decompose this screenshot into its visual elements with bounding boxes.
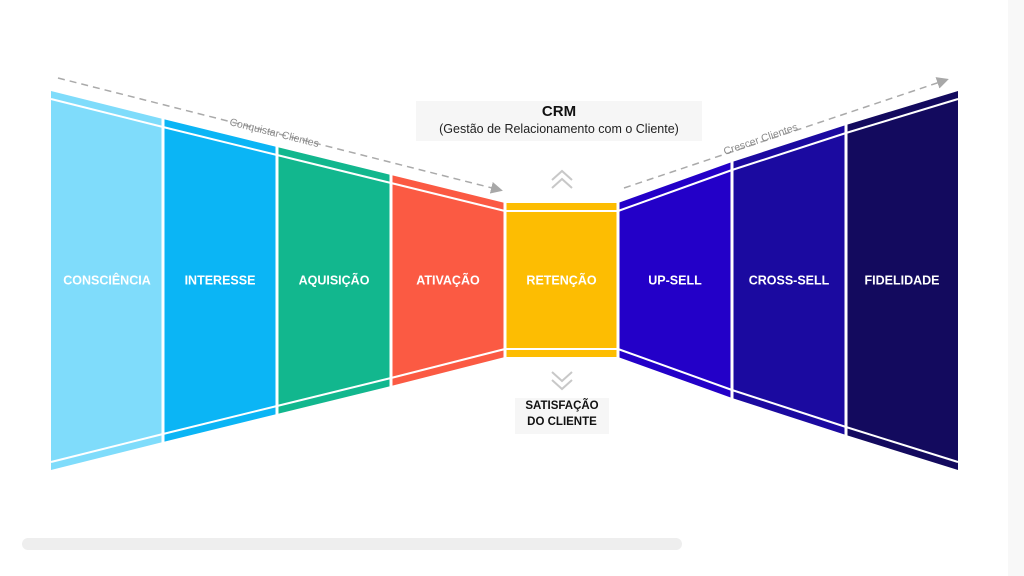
satisfaction-line-2: DO CLIENTE (527, 416, 597, 428)
stage-top-rule (731, 132, 847, 171)
up-chevron-icon (551, 169, 573, 189)
stage-cross-sell (732, 125, 846, 435)
stage-bottom-rule (276, 377, 392, 407)
stage-retencao (505, 203, 618, 357)
stage-label-fidelidade: FIDELIDADE (865, 273, 940, 287)
grow-arrow (623, 77, 949, 189)
stage-bottom-rule (845, 426, 959, 463)
crm-caption: CRM (Gestão de Relacionamento com o Clie… (416, 101, 702, 141)
stage-top-rule (845, 98, 959, 134)
crm-subtitle: (Gestão de Relacionamento com o Cliente) (439, 122, 679, 136)
stage-fidelidade (846, 91, 958, 470)
stage-aquisicao (277, 147, 391, 414)
stage-label-interesse: INTERESSE (185, 273, 256, 287)
satisfaction-line-1: SATISFAÇÃO (525, 400, 599, 412)
stage-label-cross-sell: CROSS-SELL (749, 273, 830, 287)
stage-bottom-rule (617, 348, 733, 391)
stage-label-aquisicao: AQUISIÇÃO (299, 272, 370, 287)
stage-label-up-sell: UP-SELL (648, 273, 702, 287)
stage-bottom-rule (162, 405, 278, 435)
horizontal-scrollbar[interactable] (22, 538, 682, 550)
crm-title: CRM (541, 103, 577, 120)
stage-top-rule (162, 126, 278, 156)
stage-bottom-rule (50, 433, 164, 463)
right-edge-strip (1008, 0, 1024, 576)
stage-label-ativacao: ATIVAÇÃO (416, 272, 480, 287)
stage-bottom-rule (390, 348, 506, 379)
conquer-arrow (57, 77, 503, 194)
stage-interesse (163, 119, 277, 442)
stage-up-sell (618, 162, 732, 398)
down-chevron-icon (551, 371, 573, 391)
stage-top-rule (390, 182, 506, 212)
stage-top-rule (617, 169, 733, 212)
stage-bottom-rule (731, 389, 847, 428)
stage-consciencia (51, 91, 163, 470)
stage-label-consciencia: CONSCIÊNCIA (63, 272, 151, 287)
stage-ativacao (391, 175, 505, 386)
stage-top-rule (50, 98, 164, 128)
stage-top-rule (276, 154, 392, 184)
customer-satisfaction-caption: SATISFAÇÃO DO CLIENTE (515, 398, 609, 434)
stage-label-retencao: RETENÇÃO (526, 272, 596, 287)
